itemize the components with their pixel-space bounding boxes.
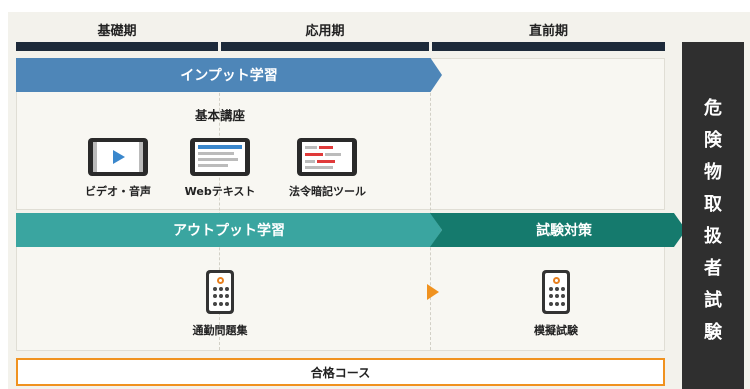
web-text-tablet-icon bbox=[190, 138, 250, 176]
exam-prep-arrow: 試験対策 bbox=[430, 213, 686, 247]
text-lines-icon bbox=[198, 145, 242, 167]
law-memorize-label: 法令暗記ツール bbox=[289, 185, 366, 198]
passing-course-bar: 合格コース bbox=[16, 358, 665, 386]
law-memorize-tablet-icon bbox=[297, 138, 357, 176]
tablet-screen bbox=[195, 142, 245, 172]
commute-question-label: 通勤問題集 bbox=[192, 324, 248, 337]
tablet-screen bbox=[93, 142, 143, 172]
output-learning-arrow: アウトプット学習 bbox=[16, 213, 442, 247]
exam-title-char: 扱 bbox=[704, 226, 722, 247]
tablet-screen bbox=[302, 142, 352, 172]
mock-exam-phone-icon bbox=[542, 270, 570, 314]
phase-bar-basic bbox=[16, 42, 218, 51]
memorize-lines-icon bbox=[305, 146, 341, 169]
question-mark-icon bbox=[217, 277, 224, 284]
input-learning-label: インプット学習 bbox=[180, 68, 278, 84]
video-audio-label: ビデオ・音声 bbox=[85, 185, 151, 198]
exam-title-char: 物 bbox=[704, 162, 722, 183]
phase-label-applied: 応用期 bbox=[305, 24, 345, 39]
question-mark-icon bbox=[553, 277, 560, 284]
exam-title-char: 試 bbox=[704, 290, 722, 311]
phone-screen bbox=[545, 273, 567, 311]
video-tablet-icon bbox=[88, 138, 148, 176]
phase-label-final: 直前期 bbox=[528, 24, 568, 39]
mock-exam-label: 模擬試験 bbox=[534, 324, 578, 337]
exam-title-char: 取 bbox=[704, 194, 722, 215]
basic-course-title: 基本講座 bbox=[194, 108, 245, 123]
play-icon bbox=[93, 142, 143, 172]
web-text-label: Webテキスト bbox=[184, 185, 256, 198]
exam-title-char: 者 bbox=[704, 258, 722, 279]
exam-title-bar: 危 険 物 取 扱 者 試 験 bbox=[682, 42, 744, 389]
exam-title-char: 険 bbox=[704, 130, 722, 151]
keypad-dots bbox=[213, 287, 229, 307]
exam-title-char: 危 bbox=[704, 98, 722, 119]
keypad-dots bbox=[549, 287, 565, 307]
input-learning-arrow: インプット学習 bbox=[16, 58, 442, 92]
exam-title-char: 験 bbox=[704, 322, 722, 343]
column-divider-2 bbox=[430, 58, 431, 350]
phase-bar-applied bbox=[221, 42, 429, 51]
phase-bar-final bbox=[432, 42, 665, 51]
question-phone-icon bbox=[206, 270, 234, 314]
column-divider-1 bbox=[219, 58, 220, 350]
passing-course-label: 合格コース bbox=[310, 365, 371, 380]
exam-prep-label: 試験対策 bbox=[536, 223, 592, 239]
progress-arrow-icon bbox=[427, 284, 439, 300]
output-learning-label: アウトプット学習 bbox=[173, 223, 285, 239]
phase-label-basic: 基礎期 bbox=[97, 24, 137, 39]
phone-screen bbox=[209, 273, 231, 311]
